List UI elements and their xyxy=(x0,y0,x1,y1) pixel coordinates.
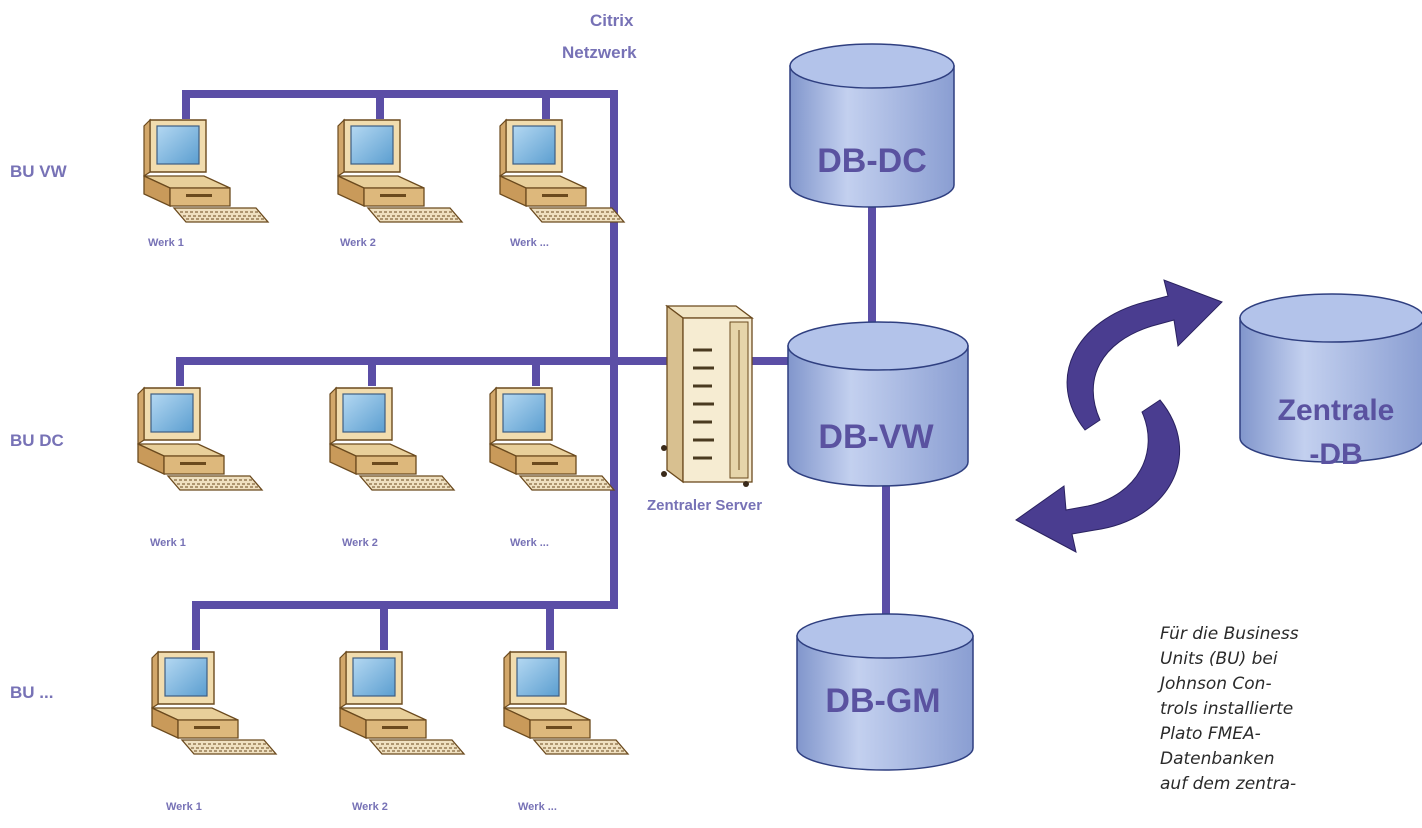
bu-vw-label: BU VW xyxy=(10,162,68,181)
workstation-other-1 xyxy=(151,651,277,755)
workstation-label: Werk 2 xyxy=(342,537,378,549)
database-vw-icon xyxy=(787,321,969,487)
caption-line: Johnson Con- xyxy=(1160,674,1272,694)
central-server-icon xyxy=(661,304,754,487)
network-label-line-1: Citrix xyxy=(590,11,634,30)
database-central-icon xyxy=(1239,293,1422,463)
workstation-label: Werk ... xyxy=(518,801,557,813)
database-gm-icon xyxy=(796,613,974,771)
caption-line: trols installierte xyxy=(1160,699,1294,719)
citrix-network-lines xyxy=(176,90,890,650)
workstation-label: Werk 2 xyxy=(352,801,388,813)
caption-line: Units (BU) bei xyxy=(1160,649,1278,669)
workstation-other-3 xyxy=(503,651,629,755)
workstation-label: Werk 1 xyxy=(166,801,202,813)
caption-line: Datenbanken xyxy=(1160,749,1275,769)
caption-line: Plato FMEA- xyxy=(1160,724,1261,744)
workstation-vw-3 xyxy=(499,119,625,223)
workstation-label: Werk ... xyxy=(510,537,549,549)
central-server-label: Zentraler Server xyxy=(647,497,762,514)
workstation-vw-2 xyxy=(337,119,463,223)
network-label-line-2: Netzwerk xyxy=(562,43,637,62)
caption: Für die Business Units (BU) bei Johnson … xyxy=(1160,622,1422,797)
workstation-label: Werk ... xyxy=(510,237,549,249)
workstation-label: Werk 1 xyxy=(150,537,186,549)
bu-dc-label: BU DC xyxy=(10,431,64,450)
workstation-label: Werk 1 xyxy=(148,237,184,249)
workstation-label: Werk 2 xyxy=(340,237,376,249)
caption-line: auf dem zentra- xyxy=(1160,774,1297,794)
workstation-dc-3 xyxy=(489,387,615,491)
database-dc-icon xyxy=(789,43,955,208)
database-central-label-line-1: Zentrale xyxy=(1278,394,1395,427)
workstation-dc-2 xyxy=(329,387,455,491)
database-dc-label: DB-DC xyxy=(817,142,927,180)
workstation-other-2 xyxy=(339,651,465,755)
database-gm-label: DB-GM xyxy=(825,682,940,720)
database-vw-label: DB-VW xyxy=(818,418,934,456)
workstation-vw-1 xyxy=(143,119,269,223)
caption-line: Für die Business xyxy=(1160,624,1299,644)
sync-arrows-icon xyxy=(1015,279,1223,553)
bu-other-label: BU ... xyxy=(10,683,53,702)
database-central-label-line-2: -DB xyxy=(1309,438,1362,471)
workstation-dc-1 xyxy=(137,387,263,491)
